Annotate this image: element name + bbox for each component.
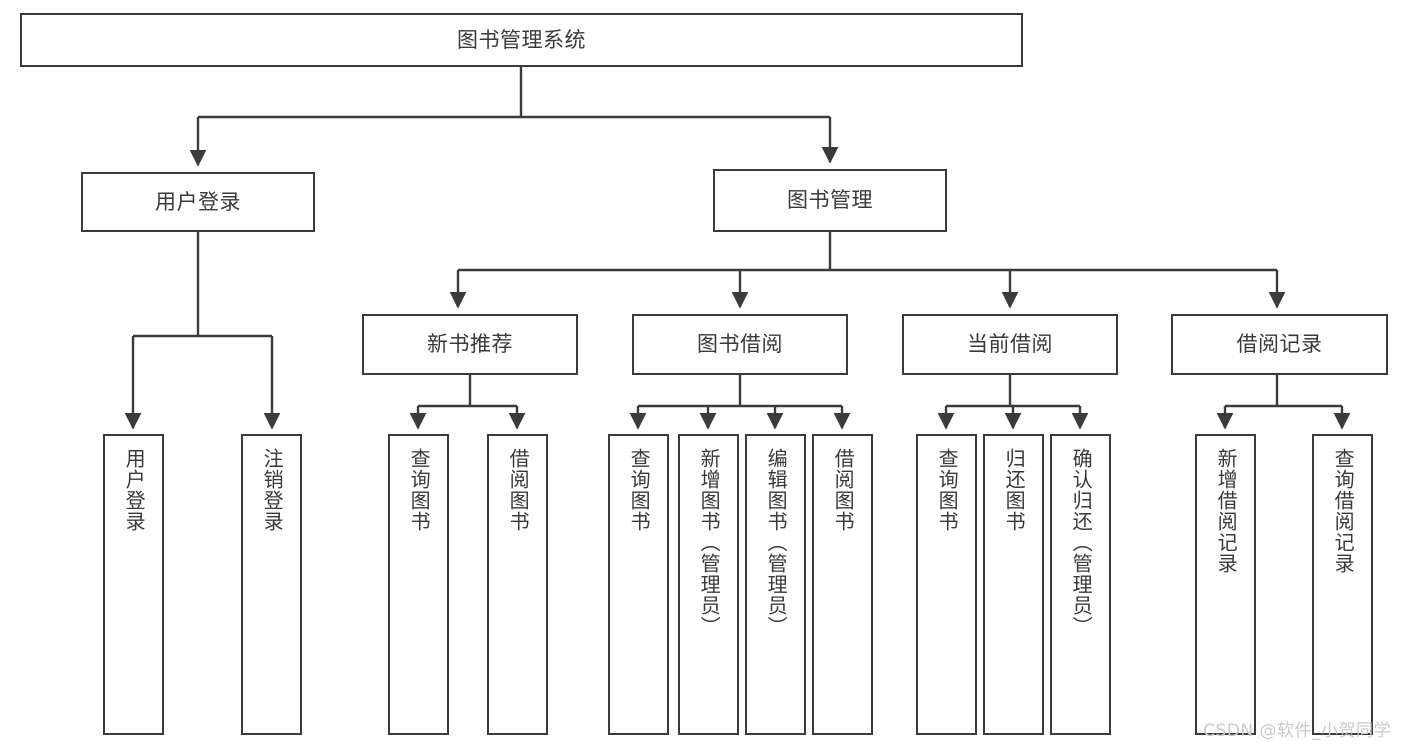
node-root-label: 图书管理系统 (457, 27, 586, 52)
leaf-borrow-record-add-record[interactable]: 新增借阅记录 (1195, 434, 1256, 735)
leaf-new-book-query-book[interactable]: 查询图书 (388, 434, 449, 735)
leaf-new-book-borrow-book[interactable]: 借阅图书 (487, 434, 548, 735)
node-borrow-record[interactable]: 借阅记录 (1171, 314, 1388, 375)
leaf-label: 借阅图书 (831, 448, 856, 532)
leaf-book-borrow-add-book[interactable]: 新增图书（管理员） (678, 434, 739, 735)
leaf-label: 查询图书 (627, 448, 652, 532)
leaf-user-login-logout[interactable]: 注销登录 (241, 434, 302, 735)
leaf-label: 新增借阅记录 (1214, 448, 1239, 574)
leaf-label: 查询图书 (407, 448, 432, 532)
node-current-borrow[interactable]: 当前借阅 (902, 314, 1118, 375)
node-book-borrow[interactable]: 图书借阅 (632, 314, 848, 375)
leaf-user-login-login[interactable]: 用户登录 (103, 434, 164, 735)
node-new-book-recommend-label: 新书推荐 (427, 332, 513, 357)
node-user-login-label: 用户登录 (155, 189, 241, 214)
leaf-label: 归还图书 (1002, 448, 1027, 532)
leaf-book-borrow-query-book[interactable]: 查询图书 (608, 434, 669, 735)
node-book-borrow-label: 图书借阅 (697, 332, 783, 357)
node-root[interactable]: 图书管理系统 (20, 13, 1023, 67)
leaf-label: 新增图书（管理员） (697, 448, 722, 637)
watermark: CSDN @软件_小贺同学 (1203, 721, 1391, 741)
node-user-login[interactable]: 用户登录 (81, 172, 315, 232)
leaf-label: 用户登录 (122, 448, 147, 532)
leaf-label: 查询借阅记录 (1331, 448, 1356, 574)
leaf-book-borrow-edit-book[interactable]: 编辑图书（管理员） (745, 434, 806, 735)
leaf-current-borrow-confirm-return[interactable]: 确认归还（管理员） (1050, 434, 1111, 735)
node-book-management[interactable]: 图书管理 (713, 169, 947, 232)
leaf-current-borrow-query-book[interactable]: 查询图书 (916, 434, 977, 735)
leaf-label: 编辑图书（管理员） (764, 448, 789, 637)
leaf-label: 查询图书 (935, 448, 960, 532)
leaf-book-borrow-borrow-book[interactable]: 借阅图书 (812, 434, 873, 735)
node-borrow-record-label: 借阅记录 (1236, 332, 1323, 357)
leaf-label: 注销登录 (260, 448, 285, 532)
node-new-book-recommend[interactable]: 新书推荐 (362, 314, 578, 375)
node-current-borrow-label: 当前借阅 (967, 332, 1053, 357)
node-book-management-label: 图书管理 (787, 188, 873, 213)
leaf-label: 借阅图书 (506, 448, 531, 532)
leaf-borrow-record-query-record[interactable]: 查询借阅记录 (1312, 434, 1373, 735)
leaf-label: 确认归还（管理员） (1069, 448, 1094, 637)
leaf-current-borrow-return-book[interactable]: 归还图书 (983, 434, 1044, 735)
